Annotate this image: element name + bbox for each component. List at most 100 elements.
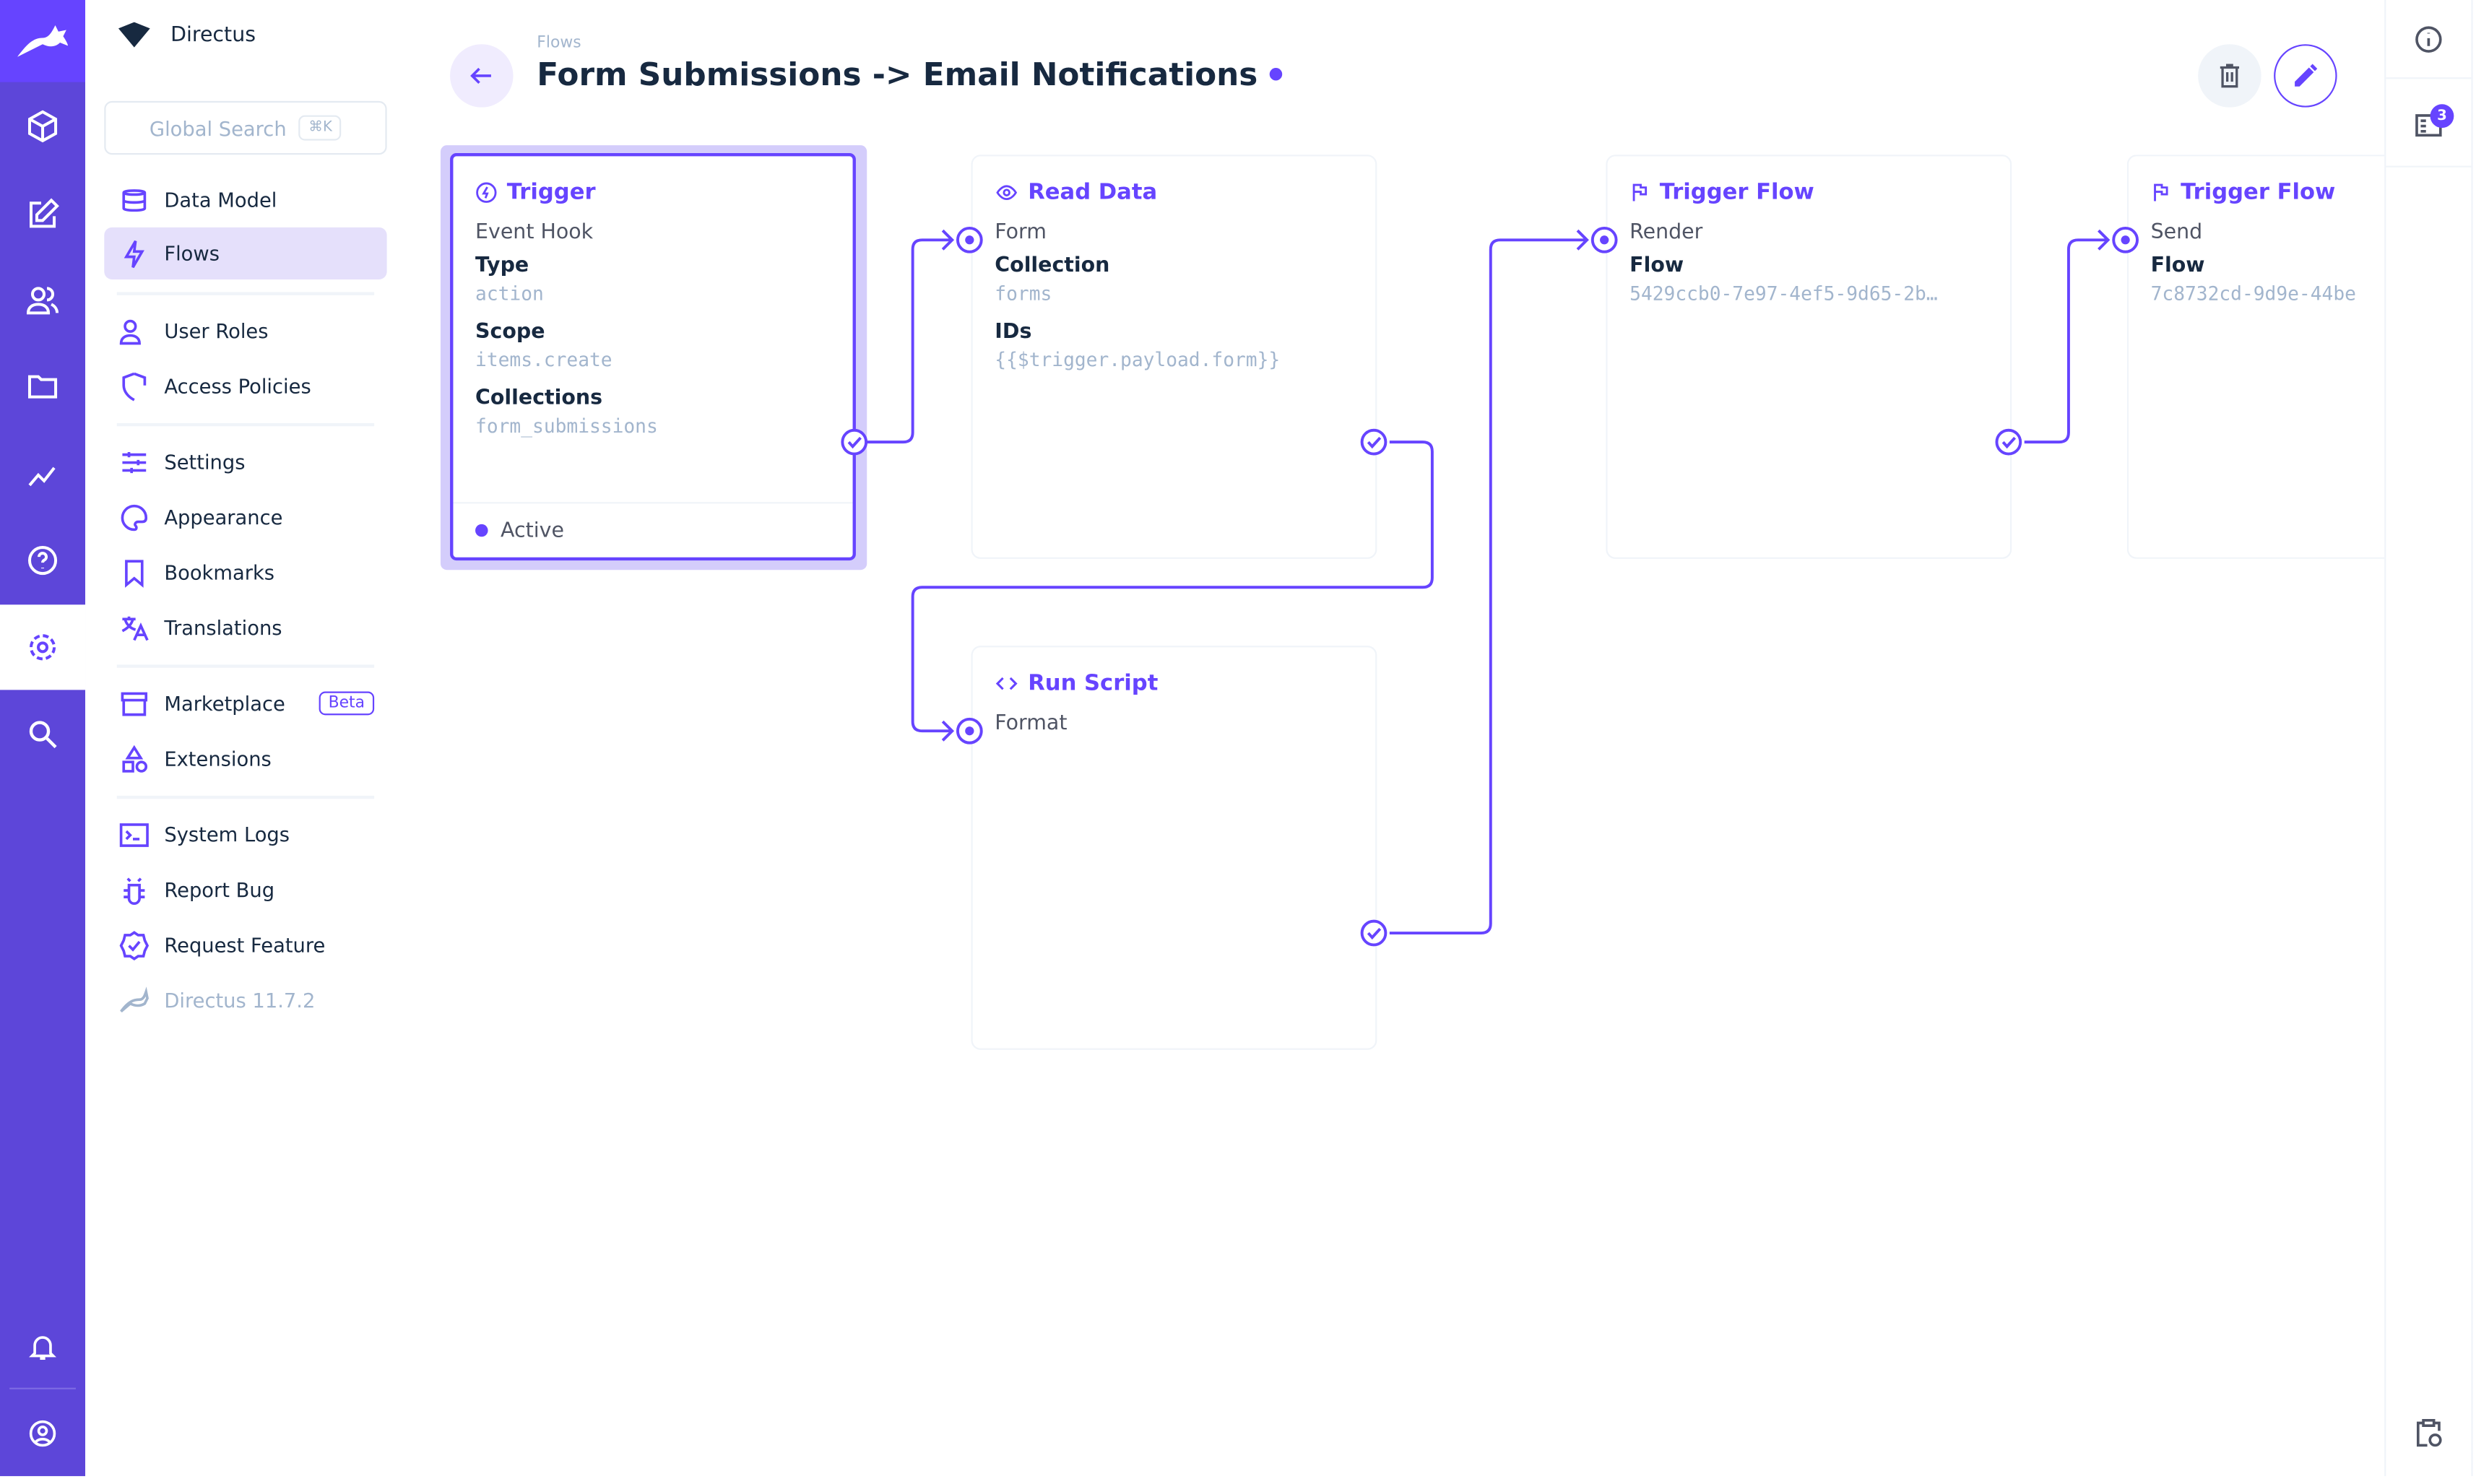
bug-icon [124,877,145,904]
page-title: Form Submissions -> Email Notifications [537,55,1284,93]
nav-item-request-feature[interactable]: Request Feature [104,919,386,971]
flow1-flow-label: Flow [1629,253,1684,278]
nav-item-label: Settings [164,450,246,474]
content-module-button[interactable] [0,84,85,169]
insights-module-button[interactable] [0,431,85,516]
palette-icon [121,503,148,531]
collection-value: forms [995,282,1052,305]
activity-count-badge: 3 [2430,104,2454,129]
nav-item-marketplace[interactable]: Marketplace Beta [104,677,386,729]
ids-value: {{$trigger.payload.form}} [995,349,1281,371]
status-dot [475,524,488,537]
users-icon [26,287,59,315]
status-text: Active [501,518,564,542]
rabbit-icon [120,986,149,1012]
nav-item-label: Access Policies [164,374,311,398]
logs-icon [2415,113,2442,136]
nav-item-label: User Roles [164,318,269,343]
trash-icon [2220,64,2240,88]
nav-item-settings[interactable]: Settings [104,435,386,487]
search-module-button[interactable] [0,692,85,777]
trigger-flow-card-render[interactable]: Trigger Flow Render Flow 5429ccb0-7e97-4… [1606,155,2012,559]
trigger-flow-card-send[interactable]: Trigger Flow Send Flow 7c8732cd-9d9e-44b… [2126,155,2385,559]
right-sidebar: 3 [2384,0,2473,1477]
nav-divider [116,292,375,295]
flow2-title: Trigger Flow [2181,180,2336,206]
terminal-icon [119,823,149,846]
nav-item-appearance[interactable]: Appearance [104,491,386,543]
nav-item-label: Request Feature [164,933,326,957]
read-data-card[interactable]: Read Data Form Collection forms IDs {{$t… [971,155,1377,559]
nav-item-label: System Logs [164,823,290,846]
nav-item-translations[interactable]: Translations [104,602,386,654]
rabbit-icon [17,25,69,57]
connector-trigger-read [867,238,953,444]
connector-script-flow1 [1389,238,1588,935]
trigger-status: Active [453,502,853,557]
account-icon [29,1420,56,1447]
trigger-card[interactable]: Trigger Event Hook Type action Scope ite… [450,153,856,561]
nav-item-label: Appearance [164,505,283,529]
flag-icon [1632,183,1648,201]
nav-divider [116,664,375,667]
nav-divider [116,422,375,426]
nav-item-label: Directus 11.7.2 [164,988,316,1012]
logs-button[interactable]: 3 [2386,82,2472,168]
run-script-card[interactable]: Run Script Format [971,646,1377,1050]
project-logo-icon [118,22,150,48]
info-icon [2415,25,2442,52]
nav-item-label: Report Bug [164,877,275,902]
editor-module-button[interactable] [0,172,85,257]
script-name: Format [995,711,1068,736]
project-name: Directus [170,22,256,47]
notifications-button[interactable] [0,1304,85,1389]
nav-item-user-roles[interactable]: User Roles [104,305,386,357]
shapes-icon [122,744,148,772]
translate-icon [121,615,149,641]
nav-item-label: Flows [164,241,220,266]
insights-icon [28,467,56,487]
flag-icon [2154,183,2168,201]
settings-navigation: Directus Global Search ⌘K Data Model Flo… [85,0,420,1477]
flow1-name: Render [1629,221,1703,245]
breadcrumb[interactable]: Flows [537,35,581,53]
history-button[interactable] [2386,1410,2471,1457]
nav-item-data-model[interactable]: Data Model [104,173,386,225]
settings-module-button[interactable] [0,604,86,690]
search-shortcut: ⌘K [299,115,342,141]
account-button[interactable] [0,1391,85,1476]
nav-item-extensions[interactable]: Extensions [104,732,386,784]
global-search-input[interactable]: Global Search ⌘K [104,100,387,155]
files-module-button[interactable] [0,344,85,430]
nav-item-flows[interactable]: Flows [104,227,387,279]
nav-item-bookmarks[interactable]: Bookmarks [104,546,386,598]
collections-value: form_submissions [475,415,658,438]
title-text: Form Submissions -> Email Notifications [537,55,1258,93]
code-icon [995,677,1018,690]
nav-item-system-logs[interactable]: System Logs [104,808,386,860]
edit-button[interactable] [2274,44,2337,108]
nav-item-report-bug[interactable]: Report Bug [104,864,386,916]
sliders-icon [122,451,147,473]
collections-label: Collections [475,386,603,411]
connector-flow1-flow2 [2024,238,2108,444]
clipboard-clock-icon [2416,1419,2442,1447]
trigger-subtitle: Event Hook [475,221,594,245]
box-icon [27,110,58,143]
delete-button[interactable] [2198,44,2261,108]
beta-badge: Beta [319,691,375,716]
pencil-icon [2295,64,2318,87]
directus-logo[interactable] [0,0,86,82]
back-button[interactable] [450,44,514,108]
users-module-button[interactable] [0,257,85,342]
nav-divider [116,795,375,799]
read-title: Read Data [1028,180,1158,206]
nav-item-directus-11-7-2[interactable]: Directus 11.7.2 [104,974,386,1026]
flow1-flow-value: 5429ccb0-7e97-4ef5-9d65-2b… [1629,282,1938,305]
info-button[interactable] [2386,0,2472,79]
nav-item-access-policies[interactable]: Access Policies [104,360,386,412]
help-module-button[interactable] [0,518,85,603]
flow2-name: Send [2150,221,2203,245]
verified-icon [119,930,150,960]
